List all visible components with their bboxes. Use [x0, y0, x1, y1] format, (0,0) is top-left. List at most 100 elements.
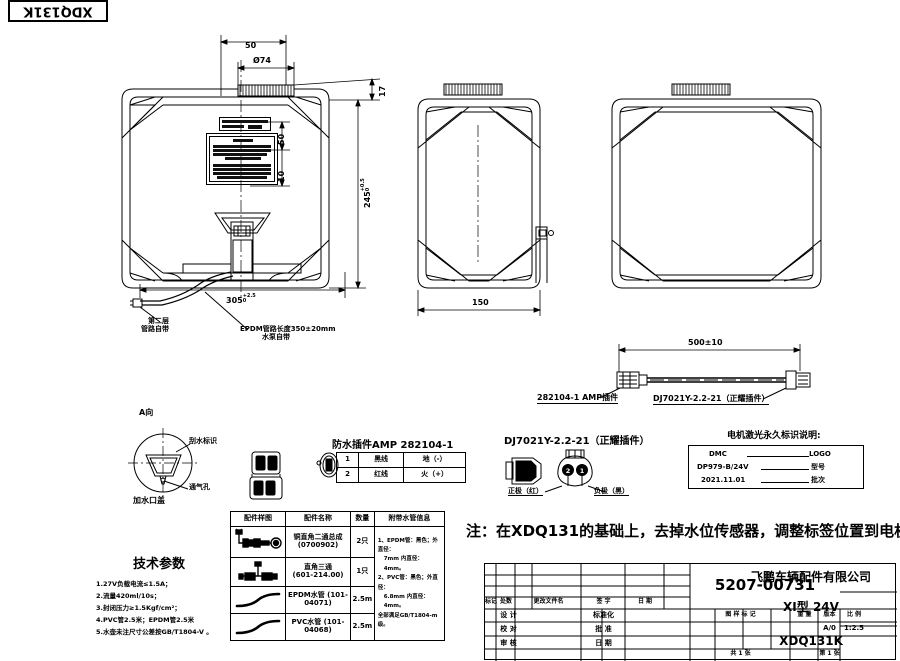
- part-number: 5207-00731: [714, 576, 816, 594]
- part-name: 直角三通: [303, 563, 332, 572]
- tech-param-line-2: 2.流量420ml/10s；: [96, 592, 161, 601]
- rev-header-file: 更改文件名: [533, 598, 564, 605]
- dj-connector-title: DJ7021Y-2.2-21（正耀插件）: [504, 436, 650, 447]
- dj-positive-label: 正极（红）: [508, 487, 543, 497]
- drawing-code-display: XDQ131K: [779, 634, 843, 648]
- harness-left-connector-label: 282104-1 AMP插件: [537, 393, 619, 405]
- tee-icon: [238, 561, 278, 581]
- a-view-label-wiper-mark: 刮水标识: [189, 437, 217, 445]
- part-name-cell: PVC水管 (101-04068): [285, 613, 351, 641]
- laser-mark-value-3: 2021.11.01: [701, 476, 746, 484]
- hose-info-line-1: 1、EPDM管：黑色；外直径：: [377, 537, 438, 554]
- table-row: 铜直角二通总成 (0700902) 2只 1、EPDM管：黑色；外直径： 7mm…: [230, 526, 446, 641]
- a-view-label-vent-hole: 通气孔: [189, 483, 210, 491]
- laser-mark-value-1: DMC: [709, 450, 727, 458]
- hose-info-line-4: 6.8mm 内直径：4mm。: [383, 593, 429, 610]
- parts-table-header-row: 配件样图 配件名称 数量 附带水管信息: [230, 511, 446, 527]
- dim-harness-length: 500±10: [688, 338, 723, 347]
- pin-no: 2: [335, 467, 360, 483]
- corner-part-tag: XDQ131K: [8, 0, 108, 22]
- rev-header-date: 日 期: [637, 598, 653, 605]
- table-row: PVC水管 (101-04068) 2.5m: [230, 613, 445, 641]
- sign-row-2-left: 校 对: [500, 625, 517, 633]
- part-qty: 2.5m: [349, 613, 375, 641]
- elbow-tee-icon: [235, 528, 282, 549]
- part-name-cell: 铜直角二通总成 (0700902): [285, 526, 351, 558]
- part-qty: 2只: [349, 526, 375, 558]
- laser-mark-meaning-3: 批次: [811, 476, 825, 484]
- mid-header-version: 版本: [823, 611, 836, 618]
- dim-diameter-74: Ø74: [253, 56, 271, 65]
- mid-header-mark: 图 样 标 记: [725, 611, 756, 618]
- a-view-label-filler-cap: 加水口盖: [133, 496, 165, 505]
- dj-negative-label: 负极（黑）: [594, 487, 629, 497]
- mid-header-weight: 重 量: [797, 611, 812, 618]
- dj-pin-right-number: 1: [580, 467, 585, 475]
- part-name: EPDM水管 (101-04071): [288, 591, 348, 607]
- parts-header-name: 配件名称: [285, 511, 351, 527]
- pin-function: 火（+）: [403, 467, 466, 483]
- sheet-total: 共 1 张: [730, 650, 751, 657]
- model-name-display: XI型 24V: [783, 600, 839, 614]
- a-view-title: A向: [139, 408, 154, 417]
- part-image-cell: [230, 557, 286, 587]
- hose-info-cell: 1、EPDM管：黑色；外直径： 7mm 内直径：4mm。 2、PVC管：黑色；外…: [373, 526, 446, 641]
- hose-info-line-2: 7mm 内直径：4mm。: [383, 556, 423, 572]
- rev-header-sign: 签 字: [596, 598, 611, 605]
- tech-param-line-4: 4.PVC管2.5米；EPDM管2.5米: [96, 616, 195, 625]
- title-block: 标记 处数 更改文件名 签 字 日 期 设 计 标准化 校 对 批 准 审 核 …: [484, 563, 897, 661]
- rev-header-count: 处数: [499, 598, 512, 605]
- part-image-cell: [230, 586, 286, 614]
- rev-header-mark: 标记: [485, 598, 498, 605]
- note-left-line2: 管路自带: [141, 325, 169, 333]
- pin-wire: 红线: [358, 467, 405, 483]
- part-name-cell: EPDM水管 (101-04071): [285, 586, 351, 614]
- company-name-display: 飞鹏车辆配件有限公司: [750, 570, 871, 584]
- harness-right-connector-label: DJ7021Y-2.2-21（正耀插件）: [653, 394, 770, 406]
- dim-305-tol-upper: +2.5: [242, 292, 256, 299]
- note-left-line1: 第二层: [148, 317, 169, 325]
- laser-mark-meaning-2: 型号: [811, 463, 825, 471]
- tech-param-line-3: 3.封闭压力≥1.5Kgf/cm²；: [96, 604, 181, 613]
- hose-icon: [235, 592, 281, 608]
- tech-params-title: 技术参数: [133, 557, 186, 572]
- part-name: 铜直角二通总成: [293, 533, 343, 542]
- sheet-index: 第 1 张: [819, 650, 840, 657]
- note-epdm-pipe-length: EPDM管路长度350±20mm: [240, 325, 336, 333]
- hose-info-line-3: 2、PVC管：黑色；外直径：: [377, 575, 438, 591]
- sign-row-1-right: 标准化: [593, 611, 614, 619]
- dim-150: 150: [472, 298, 489, 307]
- hose-icon: [235, 619, 281, 635]
- mid-header-scale: 比 例: [846, 611, 862, 618]
- parts-header-qty: 数量: [349, 511, 375, 527]
- laser-mark-meaning-1: LOGO: [809, 450, 831, 458]
- table-row: 直角三通 (601-214.00) 1只: [230, 557, 445, 587]
- sign-row-3-right: 日 期: [595, 639, 612, 647]
- hose-info-line-6: 全部满足GB/T1804-m级。: [377, 612, 438, 628]
- laser-mark-value-2: DP979-B/24V: [697, 463, 749, 471]
- part-qty: 2.5m: [349, 586, 375, 614]
- scale-value: 1:2.5: [843, 624, 865, 632]
- amp-connector-title: 防水插件AMP 282104-1: [332, 440, 454, 451]
- part-code: (0700902): [297, 541, 339, 549]
- dim-305-tol-lower: 0: [242, 297, 247, 304]
- part-name-cell: 直角三通 (601-214.00): [285, 557, 351, 587]
- tech-param-line-5: 5.水壶未注尺寸公差按GB/T1804-V 。: [96, 628, 213, 637]
- dim-305: 305: [226, 296, 243, 305]
- sign-row-3-left: 审 核: [500, 639, 517, 647]
- part-code: (601-214.00): [292, 571, 344, 579]
- laser-mark-title: 电机激光永久标识说明:: [727, 431, 821, 441]
- tech-param-line-1: 1.27V负载电流≤1.5A；: [96, 580, 172, 588]
- laser-mark-box: DMC LOGO DP979-B/24V 型号 2021.11.01 批次: [688, 445, 864, 489]
- dim-50-top: 50: [245, 41, 257, 50]
- part-qty: 1只: [349, 557, 375, 587]
- part-image-cell: [230, 526, 286, 558]
